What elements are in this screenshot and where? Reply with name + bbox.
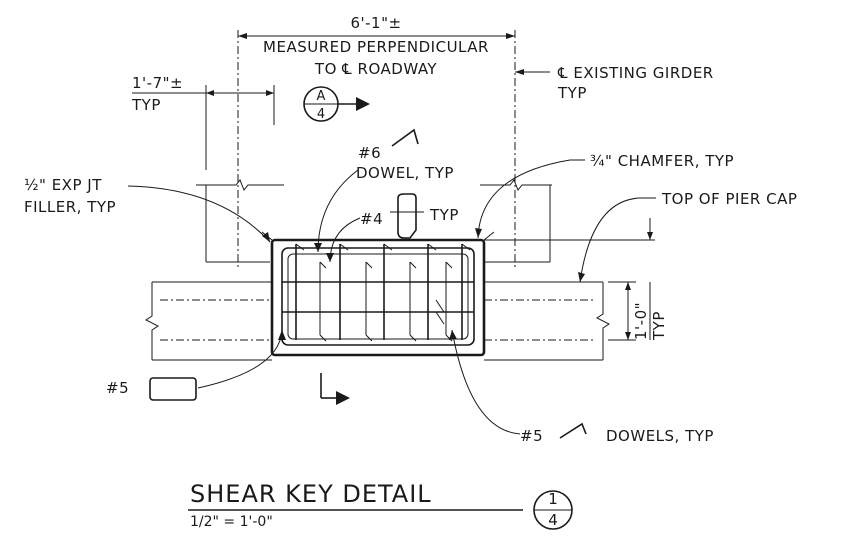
detail-scale: 1/2" = 1'-0" <box>190 514 273 530</box>
exp-jt-text-1: ½" EXP JT <box>24 176 102 194</box>
left-width-dimension: 1'-7"± TYP <box>131 74 275 170</box>
dowels5-label: #5 DOWELS, TYP <box>449 329 714 445</box>
chamfer-text: ¾" CHAMFER, TYP <box>590 152 734 170</box>
left-width-value: 1'-7"± <box>132 74 183 92</box>
chamfer-label: ¾" CHAMFER, TYP <box>475 152 734 239</box>
vertical-dimension-note: TYP <box>650 311 668 341</box>
dowels <box>295 243 471 342</box>
left-width-note: TYP <box>131 96 161 114</box>
dowel6-mark: #6 <box>358 144 381 162</box>
title-block: SHEAR KEY DETAIL 1/2" = 1'-0" 1 4 <box>188 480 573 530</box>
exp-jt-label: ½" EXP JT FILLER, TYP <box>24 176 271 243</box>
bar4-label: #4 TYP <box>326 193 459 263</box>
pier-cap <box>145 281 610 361</box>
bar5-label: #5 <box>106 329 286 401</box>
existing-girder-label: ℄ EXISTING GIRDER TYP <box>515 64 714 102</box>
dowels5-mark: #5 <box>520 427 543 445</box>
overall-dimension-note-2: TO ℄ ROADWAY <box>314 60 438 78</box>
top-of-pier-cap-label: TOP OF PIER CAP <box>484 190 797 283</box>
bar4-note: TYP <box>429 206 459 224</box>
detail-title: SHEAR KEY DETAIL <box>190 480 432 508</box>
dowel6-label: #6 DOWEL, TYP <box>314 128 454 253</box>
vertical-dimension: 1'-0" TYP <box>608 281 668 341</box>
section-marker-letter: A <box>317 89 326 104</box>
dowel6-note: DOWEL, TYP <box>356 164 454 182</box>
section-marker: A 4 <box>303 86 370 122</box>
left-girder <box>196 179 284 263</box>
detail-sheet-number: 4 <box>548 511 558 529</box>
detail-number: 1 <box>548 490 558 508</box>
overall-dimension: 6'-1"± MEASURED PERPENDICULAR TO ℄ ROADW… <box>237 14 516 270</box>
section-cut-mark <box>320 373 350 405</box>
overall-dimension-value: 6'-1"± <box>350 14 401 32</box>
dowels5-note: DOWELS, TYP <box>606 427 714 445</box>
vertical-dimension-value: 1'-0" <box>632 302 650 340</box>
right-girder <box>480 179 552 263</box>
overall-dimension-note-1: MEASURED PERPENDICULAR <box>263 38 489 56</box>
exp-jt-text-2: FILLER, TYP <box>24 198 116 216</box>
existing-girder-text: ℄ EXISTING GIRDER <box>557 64 714 82</box>
bar5-mark: #5 <box>106 379 129 397</box>
top-of-pier-cap-text: TOP OF PIER CAP <box>661 190 797 208</box>
existing-girder-note: TYP <box>557 84 587 102</box>
section-marker-sheet: 4 <box>317 107 325 122</box>
bar4-mark: #4 <box>360 210 383 228</box>
shear-key-block <box>261 231 495 357</box>
